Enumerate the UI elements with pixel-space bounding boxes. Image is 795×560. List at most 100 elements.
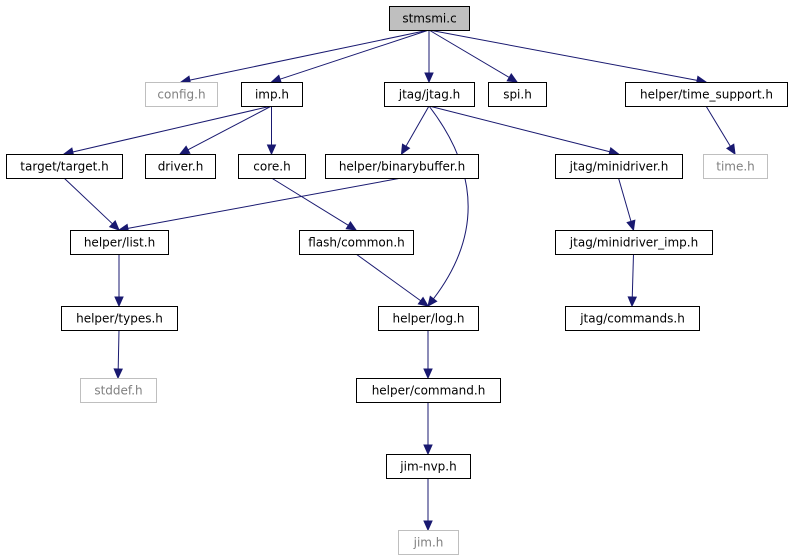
node-jtag-jtag-h[interactable]: jtag/jtag.h [384, 82, 475, 107]
node-jim-nvp-h[interactable]: jim-nvp.h [386, 454, 471, 479]
edge-jtag-jtag-h-to-jtag-minidriver-h [428, 105, 620, 157]
edges-layer [62, 29, 736, 532]
node-helper-types-h[interactable]: helper/types.h [61, 306, 178, 331]
arrowhead-icon [113, 368, 123, 380]
node-label: helper/binarybuffer.h [339, 160, 465, 174]
node-box [378, 306, 479, 331]
node-helper-time-support-h[interactable]: helper/time_support.h [625, 82, 788, 107]
node-label: imp.h [255, 88, 289, 102]
arrowhead-icon [627, 296, 638, 308]
node-label: jtag/minidriver.h [569, 160, 669, 174]
arrowhead-icon [178, 145, 191, 155]
arrowhead-icon [266, 144, 277, 156]
node-jtag-minidriver-imp-h[interactable]: jtag/minidriver_imp.h [555, 230, 713, 255]
node-label: helper/command.h [372, 384, 486, 398]
arrowhead-icon [345, 220, 358, 231]
node-box [241, 82, 303, 107]
edge-helper-command-h-to-jim-nvp-h [423, 402, 433, 456]
node-stddef-h: stddef.h [80, 378, 157, 403]
node-box [6, 154, 123, 179]
node-box [389, 6, 470, 31]
edge-imp-h-to-driver-h [178, 105, 272, 155]
edge-jtag-jtag-h-to-helper-binarybuffer-h [400, 105, 430, 156]
node-jtag-commands-h[interactable]: jtag/commands.h [565, 306, 700, 331]
node-config-h: config.h [145, 82, 218, 107]
edge-imp-h-to-target-target-h [62, 105, 272, 157]
node-imp-h[interactable]: imp.h [241, 82, 303, 107]
edge-helper-types-h-to-stddef-h [113, 329, 123, 380]
edge-stmsmi-c-to-helper-time-support-h [428, 29, 708, 85]
edge-helper-binarybuffer-h-to-helper-list-h [117, 177, 402, 233]
node-box [398, 530, 459, 555]
arrowhead-icon [726, 143, 736, 156]
node-label: helper/list.h [84, 236, 155, 250]
node-box [61, 306, 178, 331]
edge-stmsmi-c-to-imp-h [270, 29, 430, 84]
node-box [70, 230, 169, 255]
node-box [145, 82, 218, 107]
node-label: spi.h [503, 88, 532, 102]
node-box [625, 82, 788, 107]
node-box [356, 378, 501, 403]
edge-jtag-jtag-h-to-helper-log-h [427, 105, 469, 307]
node-target-target-h[interactable]: target/target.h [6, 154, 123, 179]
arrowhead-icon [417, 296, 429, 307]
node-label: core.h [253, 160, 290, 174]
arrowhead-icon [423, 368, 433, 380]
node-box [384, 82, 475, 107]
edge-target-target-h-to-helper-list-h [63, 177, 120, 231]
arrowhead-icon [506, 73, 519, 83]
node-jim-h: jim.h [398, 530, 459, 555]
node-box [386, 454, 471, 479]
node-spi-h[interactable]: spi.h [488, 82, 547, 107]
node-helper-log-h[interactable]: helper/log.h [378, 306, 479, 331]
nodes-layer: stmsmi.c config.h imp.h jtag/jtag.h spi.h hel… [6, 6, 788, 555]
arrowhead-icon [423, 444, 433, 456]
node-label: helper/log.h [392, 312, 464, 326]
edge-helper-time-support-h-to-time-h [705, 105, 736, 156]
node-label: stmsmi.c [402, 12, 456, 26]
node-box [238, 154, 306, 179]
node-label: jtag/commands.h [579, 312, 685, 326]
edge-stmsmi-c-to-spi-h [428, 29, 519, 83]
node-label: stddef.h [94, 384, 142, 398]
node-label: helper/time_support.h [640, 88, 773, 102]
node-box [565, 306, 700, 331]
node-driver-h[interactable]: driver.h [145, 154, 216, 179]
node-label: config.h [157, 88, 205, 102]
edge-jtag-minidriver-imp-h-to-jtag-commands-h [627, 253, 638, 308]
arrowhead-icon [424, 72, 434, 84]
edge-stmsmi-c-to-jtag-jtag-h [424, 30, 434, 84]
node-label: jtag/minidriver_imp.h [569, 236, 698, 250]
arrowhead-icon [626, 219, 636, 232]
edge-helper-list-h-to-helper-types-h [114, 254, 124, 308]
node-core-h[interactable]: core.h [238, 154, 306, 179]
node-label: driver.h [158, 160, 204, 174]
edge-jim-nvp-h-to-jim-h [423, 478, 433, 532]
node-helper-list-h[interactable]: helper/list.h [70, 230, 169, 255]
node-label: jtag/jtag.h [398, 88, 460, 102]
node-box [555, 154, 683, 179]
node-time-h: time.h [703, 154, 768, 179]
node-box [80, 378, 157, 403]
arrowhead-icon [400, 143, 411, 156]
edge-flash-common-h-to-helper-log-h [355, 253, 429, 307]
node-box [555, 230, 713, 255]
node-jtag-minidriver-h[interactable]: jtag/minidriver.h [555, 154, 683, 179]
node-helper-binarybuffer-h[interactable]: helper/binarybuffer.h [325, 154, 479, 179]
node-helper-command-h[interactable]: helper/command.h [356, 378, 501, 403]
node-stmsmi-c[interactable]: stmsmi.c [389, 6, 470, 31]
node-box [488, 82, 547, 107]
edge-core-h-to-flash-common-h [271, 177, 358, 231]
arrowhead-icon [423, 520, 433, 532]
node-label: jim-nvp.h [399, 460, 456, 474]
edge-helper-log-h-to-helper-command-h [423, 330, 433, 380]
arrowhead-icon [427, 295, 438, 307]
node-label: helper/types.h [76, 312, 163, 326]
node-label: flash/common.h [308, 236, 405, 250]
edge-imp-h-to-core-h [266, 106, 277, 156]
arrowhead-icon [108, 220, 120, 231]
node-box [325, 154, 479, 179]
node-flash-common-h[interactable]: flash/common.h [299, 230, 414, 255]
node-box [145, 154, 216, 179]
